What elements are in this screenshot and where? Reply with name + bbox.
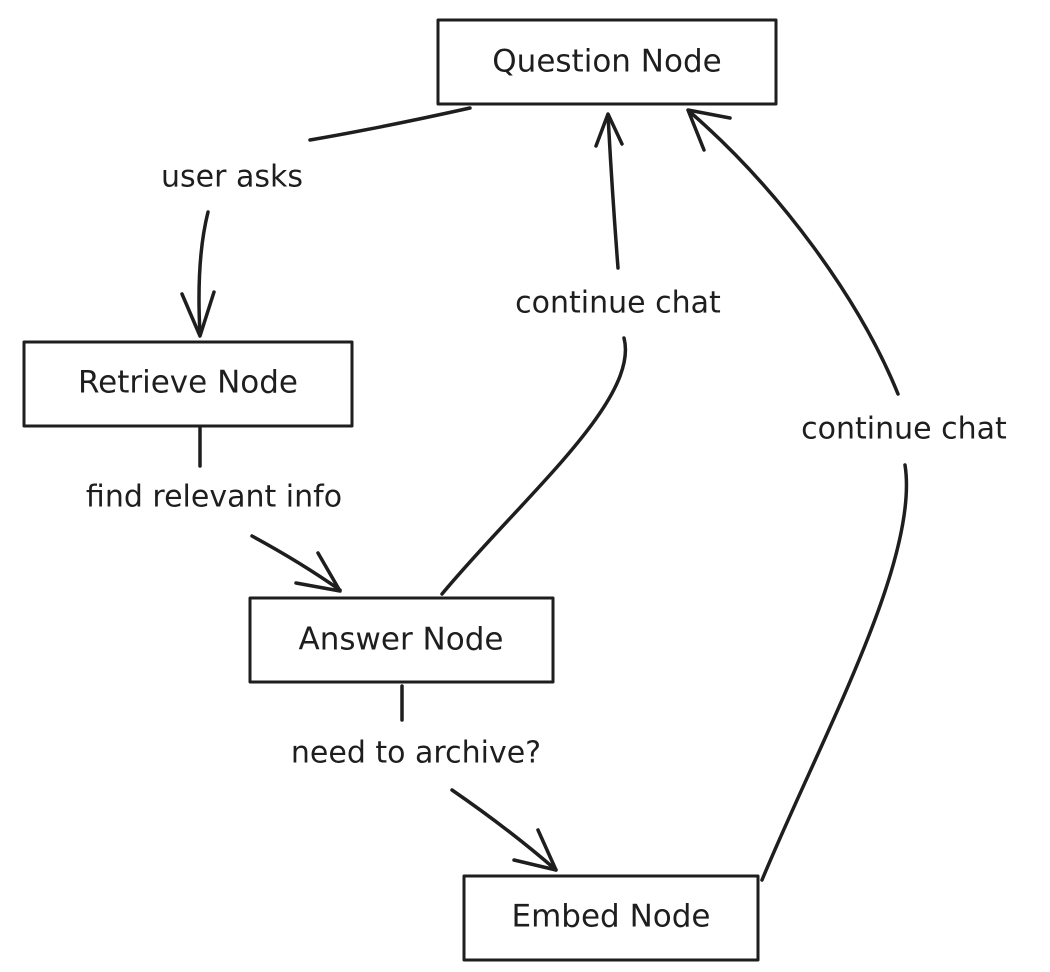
answer-node-box bbox=[248, 596, 555, 684]
edge-line bbox=[250, 534, 342, 592]
question-node: Question Node bbox=[436, 18, 778, 106]
edge-answer-to-embed: need to archive? bbox=[291, 684, 558, 872]
arrowhead bbox=[512, 828, 558, 872]
edge-label-continue-chat-center: continue chat bbox=[515, 286, 721, 321]
question-node-box bbox=[436, 18, 778, 106]
retrieve-node-label: Retrieve Node bbox=[78, 365, 298, 401]
edge-line bbox=[606, 113, 620, 270]
edge-line bbox=[197, 210, 210, 336]
edge-label-need-to-archive: need to archive? bbox=[291, 736, 541, 771]
edge-embed-to-question: continue chat bbox=[686, 108, 1007, 882]
embed-node-box bbox=[462, 874, 760, 962]
edge-answer-to-question: continue chat bbox=[440, 112, 721, 596]
edge-label-continue-chat-right: continue chat bbox=[801, 412, 1007, 447]
retrieve-node: Retrieve Node bbox=[22, 340, 354, 428]
edge-line bbox=[760, 463, 909, 882]
edge-line bbox=[450, 788, 558, 872]
answer-node-label: Answer Node bbox=[299, 622, 504, 658]
retrieve-node-box bbox=[22, 340, 354, 428]
arrowhead bbox=[180, 290, 216, 338]
arrowhead bbox=[686, 108, 732, 152]
edge-line bbox=[440, 336, 628, 596]
edge-line bbox=[308, 106, 472, 142]
edge-line bbox=[688, 110, 900, 396]
edge-label-find-relevant-info: find relevant info bbox=[86, 480, 342, 515]
embed-node-label: Embed Node bbox=[512, 899, 711, 935]
arrowhead bbox=[594, 112, 624, 148]
question-node-label: Question Node bbox=[492, 44, 721, 80]
answer-node: Answer Node bbox=[248, 596, 555, 684]
embed-node: Embed Node bbox=[462, 874, 760, 962]
edge-retrieve-to-answer: find relevant info bbox=[86, 426, 342, 593]
edge-label-user-asks: user asks bbox=[161, 160, 303, 195]
arrowhead bbox=[294, 551, 342, 593]
edge-question-to-retrieve: user asks bbox=[161, 106, 472, 338]
